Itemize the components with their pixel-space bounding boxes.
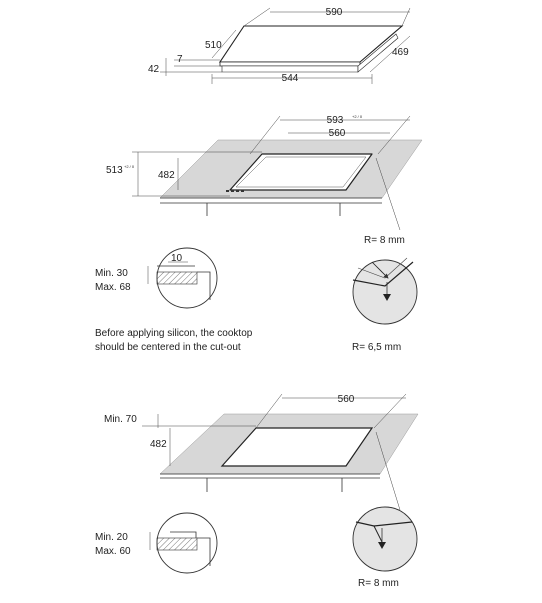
- dim-482-cutout: 482: [158, 170, 175, 181]
- cooktop-body-side: [357, 33, 399, 73]
- cutout-inner-edge: [235, 156, 367, 188]
- label-max-60: Max. 60: [95, 546, 131, 557]
- cooktop-control-marks: [226, 190, 244, 192]
- label-r6-5: R= 6,5 mm: [352, 342, 401, 353]
- dim-513: 513: [106, 165, 123, 176]
- cooktop-dimensions-figure: 590 510 7 42 469 544: [148, 7, 411, 84]
- note-line-2: should be centered in the cut-out: [95, 342, 241, 353]
- note-line-1: Before applying silicon, the cooktop: [95, 328, 253, 339]
- cutout-opening: [229, 153, 373, 191]
- label-max-68: Max. 68: [95, 282, 131, 293]
- cooktop-edge: [219, 61, 361, 67]
- corner-detail-bottom: R= 8 mm: [352, 506, 418, 589]
- dim-7: 7: [177, 54, 183, 65]
- dim-10: 10: [171, 253, 183, 264]
- dim-544: 544: [282, 73, 299, 84]
- dim-593: 593: [327, 115, 344, 126]
- dim-510: 510: [205, 40, 222, 51]
- label-r8-top: R= 8 mm: [364, 235, 405, 246]
- label-min-30: Min. 30: [95, 268, 128, 279]
- section-detail-20-60: Min. 20 Max. 60: [95, 512, 218, 574]
- label-min-70: Min. 70: [104, 414, 137, 425]
- cutout-figure: 593 +2 / 0 560 513 +2 / 0 482: [106, 114, 423, 231]
- dim-590: 590: [326, 7, 343, 18]
- dim-560-cutout: 560: [329, 128, 346, 139]
- dim-560-flush: 560: [338, 394, 355, 405]
- section-detail-30-68: 10 Min. 30 Max. 68: [95, 247, 218, 309]
- dim-42: 42: [148, 64, 160, 75]
- dim-482-flush: 482: [150, 439, 167, 450]
- dim-513-tolerance: +2 / 0: [124, 164, 135, 169]
- dim-593-tolerance: +2 / 0: [352, 114, 363, 119]
- cutout-opening-bottom: [220, 427, 374, 467]
- corner-detail-radius: R= 8 mm R= 6,5 mm: [352, 235, 418, 353]
- label-min-20: Min. 20: [95, 532, 128, 543]
- dim-469: 469: [392, 47, 409, 58]
- cooktop-body: [221, 65, 359, 73]
- label-r8-bottom: R= 8 mm: [358, 578, 399, 589]
- flush-cutout-figure: 560 Min. 70 482: [104, 393, 419, 511]
